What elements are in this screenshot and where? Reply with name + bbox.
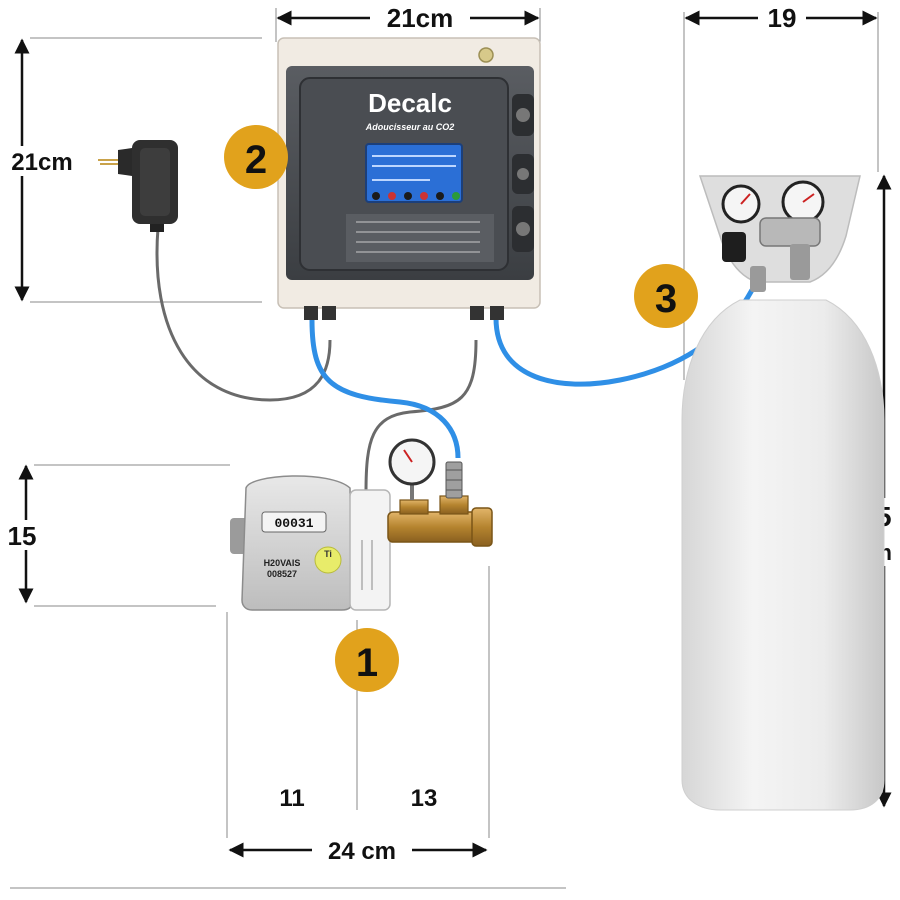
meter-sticker-text: Ti (324, 549, 332, 559)
cylinder-width-label: 19 (768, 3, 797, 33)
dimension-meter-height: 15 (2, 464, 230, 607)
controller-brand: Decalc (368, 88, 452, 118)
meter-total-width-label: 24 cm (328, 838, 396, 865)
status-led-icon (478, 47, 494, 63)
co2-tube-to-injector (309, 319, 461, 459)
controller-subtitle: Adoucisseur au CO2 (365, 122, 455, 132)
meter-height-label: 15 (8, 521, 37, 551)
controller-height-label: 21cm (11, 149, 72, 176)
sensor-cable (364, 339, 478, 493)
callout-badge-1: 1 (335, 628, 399, 692)
co2-cylinder (681, 175, 885, 811)
callout-1-label: 1 (356, 641, 378, 685)
controller-lcd-screen (365, 143, 463, 203)
callout-badge-3: 3 (634, 264, 698, 328)
meter-width-right-label: 13 (411, 785, 438, 812)
meter-sticker (314, 546, 342, 574)
meter-counter: 00031 (274, 516, 313, 531)
pressure-regulator (721, 180, 825, 292)
meter-model-text: H20VAIS (264, 558, 301, 568)
meter-serial-text: 008527 (267, 569, 297, 579)
callout-2-label: 2 (245, 138, 267, 182)
callout-3-label: 3 (655, 277, 677, 321)
callout-badge-2: 2 (224, 125, 288, 189)
dimension-cylinder-width: 19 (683, 3, 879, 380)
dimension-meter-width: 11 13 24 cm (226, 566, 490, 865)
controller-width-label: 21cm (387, 3, 454, 33)
controller-legend-panel (346, 214, 494, 262)
controller-unit: Decalc Adoucisseur au CO2 (277, 37, 541, 320)
side-connectors (512, 94, 534, 252)
dimension-controller-height: 21cm (2, 37, 262, 303)
pulse-sensor (349, 489, 391, 611)
controller-keypad (372, 192, 460, 200)
water-meter-assembly: 00031 H20VAIS 008527 Ti (230, 438, 493, 611)
dimension-controller-width: 21cm (275, 3, 541, 42)
co2-injector (387, 438, 493, 547)
power-adapter (98, 140, 178, 232)
meter-width-left-label: 11 (279, 785, 304, 812)
